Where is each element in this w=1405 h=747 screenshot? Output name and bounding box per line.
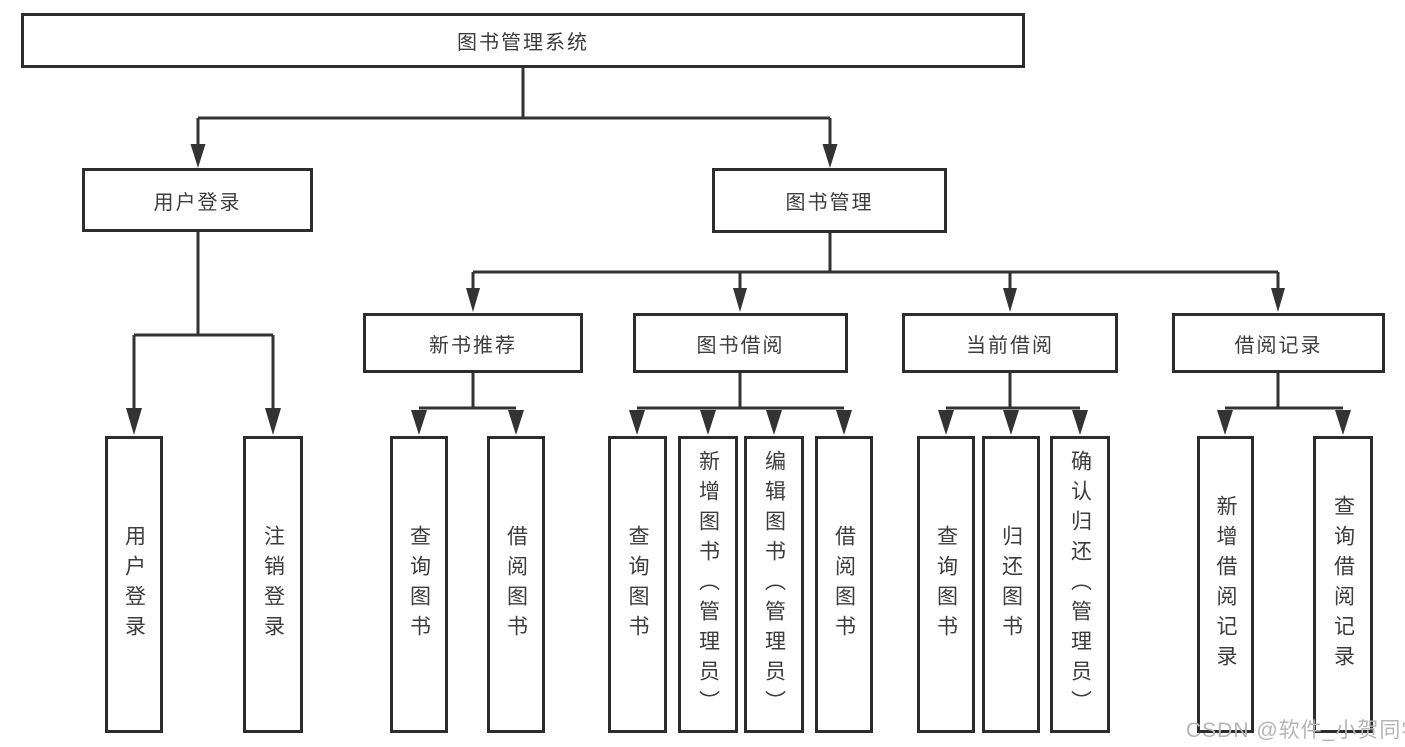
leaf-label: 借阅图书 — [832, 524, 856, 645]
leaf-borrowing-add-books-admin: 新增图书（管理员） — [678, 436, 738, 733]
node-new-book-recommend: 新书推荐 — [363, 313, 583, 373]
tree-edges — [132, 68, 1343, 412]
leaf-label: 编辑图书（管理员） — [762, 449, 786, 720]
leaf-borrowing-borrow-books: 借阅图书 — [815, 436, 873, 733]
node-label: 图书管理 — [785, 192, 874, 214]
leaf-logout: 注销登录 — [243, 436, 303, 733]
node-book-borrowing: 图书借阅 — [633, 313, 848, 373]
node-label: 新书推荐 — [429, 334, 517, 357]
watermark: CSDN @软件_小贺同学 — [1186, 719, 1405, 742]
leaf-label: 查询图书 — [934, 524, 958, 645]
arrowheads — [126, 144, 1351, 435]
leaf-label: 查询借阅记录 — [1331, 494, 1355, 675]
leaf-recommend-borrow-books: 借阅图书 — [487, 436, 545, 733]
leaf-label: 查询图书 — [626, 524, 650, 645]
leaf-label: 确认归还（管理员） — [1068, 449, 1092, 720]
node-label: 图书借阅 — [696, 334, 785, 357]
node-book-management: 图书管理 — [712, 168, 947, 233]
leaf-current-query-books: 查询图书 — [917, 436, 975, 733]
leaf-label: 查询图书 — [407, 524, 431, 645]
leaf-records-query-record: 查询借阅记录 — [1313, 436, 1373, 733]
leaf-label: 借阅图书 — [504, 524, 528, 645]
leaf-borrowing-edit-books-admin: 编辑图书（管理员） — [744, 436, 804, 733]
node-label: 借阅记录 — [1234, 334, 1323, 357]
node-label: 用户登录 — [153, 191, 242, 214]
node-borrow-records: 借阅记录 — [1172, 313, 1385, 373]
node-library-system: 图书管理系统 — [21, 13, 1025, 68]
leaf-label: 注销登录 — [261, 524, 285, 645]
leaf-records-add-record: 新增借阅记录 — [1197, 436, 1254, 733]
node-current-borrowing: 当前借阅 — [902, 313, 1118, 373]
leaf-borrowing-query-books: 查询图书 — [608, 436, 667, 733]
leaf-label: 新增图书（管理员） — [696, 449, 720, 720]
leaf-label: 归还图书 — [999, 524, 1023, 645]
leaf-recommend-query-books: 查询图书 — [390, 436, 448, 733]
leaf-user-login: 用户登录 — [105, 436, 163, 733]
leaf-current-return-books: 归还图书 — [982, 436, 1040, 733]
node-label: 当前借阅 — [966, 334, 1054, 357]
node-label: 图书管理系统 — [457, 32, 589, 54]
leaf-label: 新增借阅记录 — [1214, 494, 1238, 675]
node-user-login: 用户登录 — [82, 168, 313, 232]
leaf-current-confirm-return-admin: 确认归还（管理员） — [1050, 436, 1110, 733]
leaf-label: 用户登录 — [122, 524, 146, 645]
